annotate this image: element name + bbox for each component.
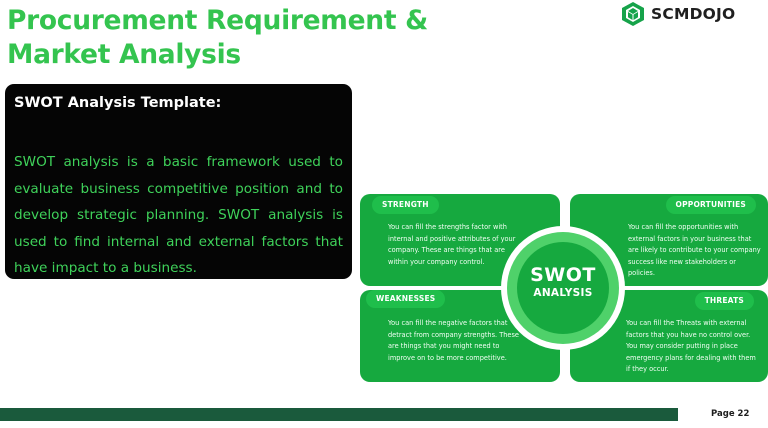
weaknesses-label: WEAKNESSES (366, 290, 446, 308)
page-title-line-1: Procurement Requirement & (7, 5, 428, 36)
strength-label: STRENGTH (372, 196, 439, 214)
swot-center-title: SWOT (530, 264, 596, 286)
footer-bar (0, 408, 678, 421)
threats-label: THREATS (694, 292, 754, 310)
swot-center-badge: SWOT ANALYSIS (517, 242, 609, 334)
page-title-line-2: Market Analysis (7, 39, 241, 70)
swot-diagram: STRENGTH OPPORTUNITIES WEAKNESSES THREAT… (358, 192, 768, 384)
opportunities-label: OPPORTUNITIES (665, 196, 756, 214)
opportunities-text: You can fill the opportunities with exte… (628, 223, 761, 278)
swot-box-text: SWOT analysis is a basic framework used … (14, 154, 343, 276)
page-title: Procurement Requirement & Market Analysi… (7, 4, 477, 72)
threats-text: You can fill the Threats with external f… (626, 319, 756, 374)
logo-text: SCMDOJO (651, 5, 736, 23)
strength-text: You can fill the strengths factor with i… (388, 223, 516, 266)
swot-box-title: SWOT Analysis Template: (14, 95, 222, 111)
swot-center-subtitle: ANALYSIS (533, 287, 593, 299)
hexagon-cube-icon (622, 2, 644, 26)
scmdojo-logo: SCMDOJO (620, 0, 735, 28)
page-number: Page 22 (711, 409, 750, 419)
weaknesses-text: You can fill the negative factors that d… (388, 319, 519, 362)
swot-description-box: SWOT Analysis Template: SWOT analysis is… (5, 84, 352, 279)
